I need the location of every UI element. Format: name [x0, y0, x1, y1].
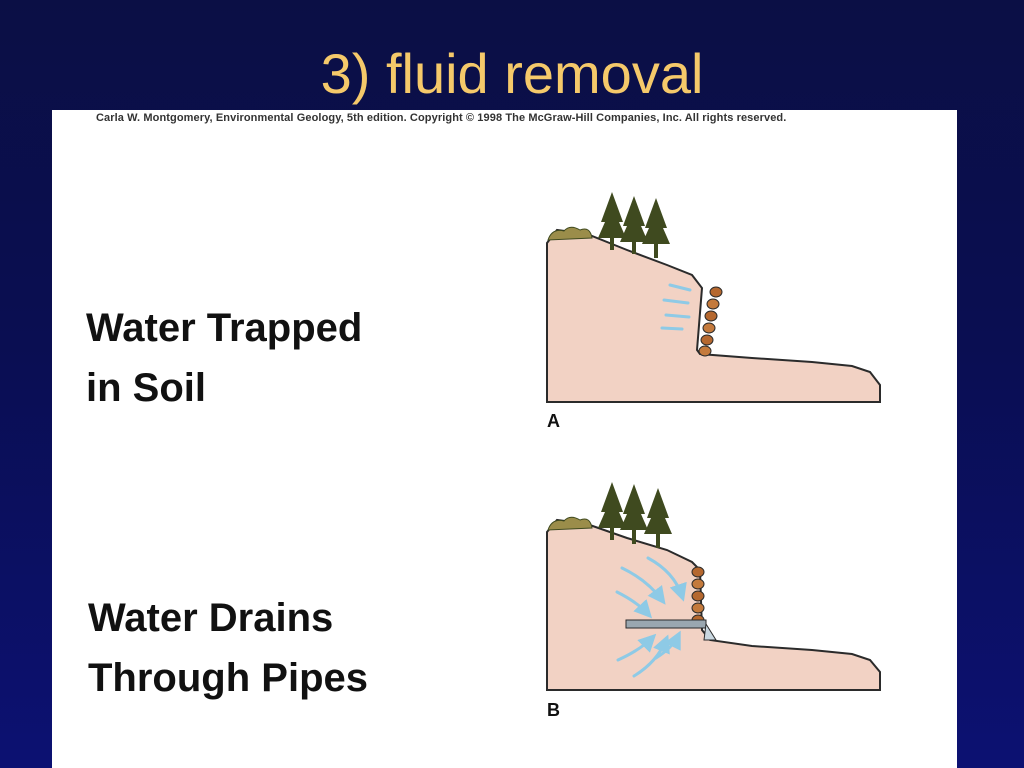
panel-a-trees: [598, 192, 670, 258]
panel-a-caption: Water Trapped in Soil: [86, 298, 362, 418]
panel-b-drain-outflow: [703, 622, 717, 641]
panel-a-caption-line1: Water Trapped: [86, 306, 363, 350]
panel-b-soil: [546, 518, 881, 691]
panel-b-caption-line2: Through Pipes: [88, 656, 368, 700]
panel-b-water-arrows: [615, 556, 687, 678]
panel-b-diagram: B: [546, 482, 881, 720]
panel-b-caption: Water Drains Through Pipes: [88, 588, 368, 708]
panel-b-letter: B: [547, 700, 560, 720]
panel-a-water-arrows: [660, 283, 692, 331]
panel-b-trees: [598, 482, 672, 548]
slope-diagrams: A: [546, 192, 881, 720]
panel-a-retaining-wall: [698, 286, 723, 357]
panel-b-drain-pipe: [625, 619, 707, 629]
panel-b-retaining-wall: [691, 566, 705, 626]
panel-a-shrub: [547, 226, 593, 241]
panel-b-caption-line1: Water Drains: [88, 596, 334, 640]
panel-a-caption-line2: in Soil: [86, 366, 206, 410]
panel-b-shrub: [547, 516, 593, 531]
panel-a-letter: A: [547, 411, 560, 431]
figure-panel: Carla W. Montgomery, Environmental Geolo…: [52, 110, 957, 768]
panel-a-diagram: A: [546, 192, 881, 431]
figure-credit: Carla W. Montgomery, Environmental Geolo…: [96, 112, 787, 124]
slide-title: 3) fluid removal: [320, 42, 704, 105]
